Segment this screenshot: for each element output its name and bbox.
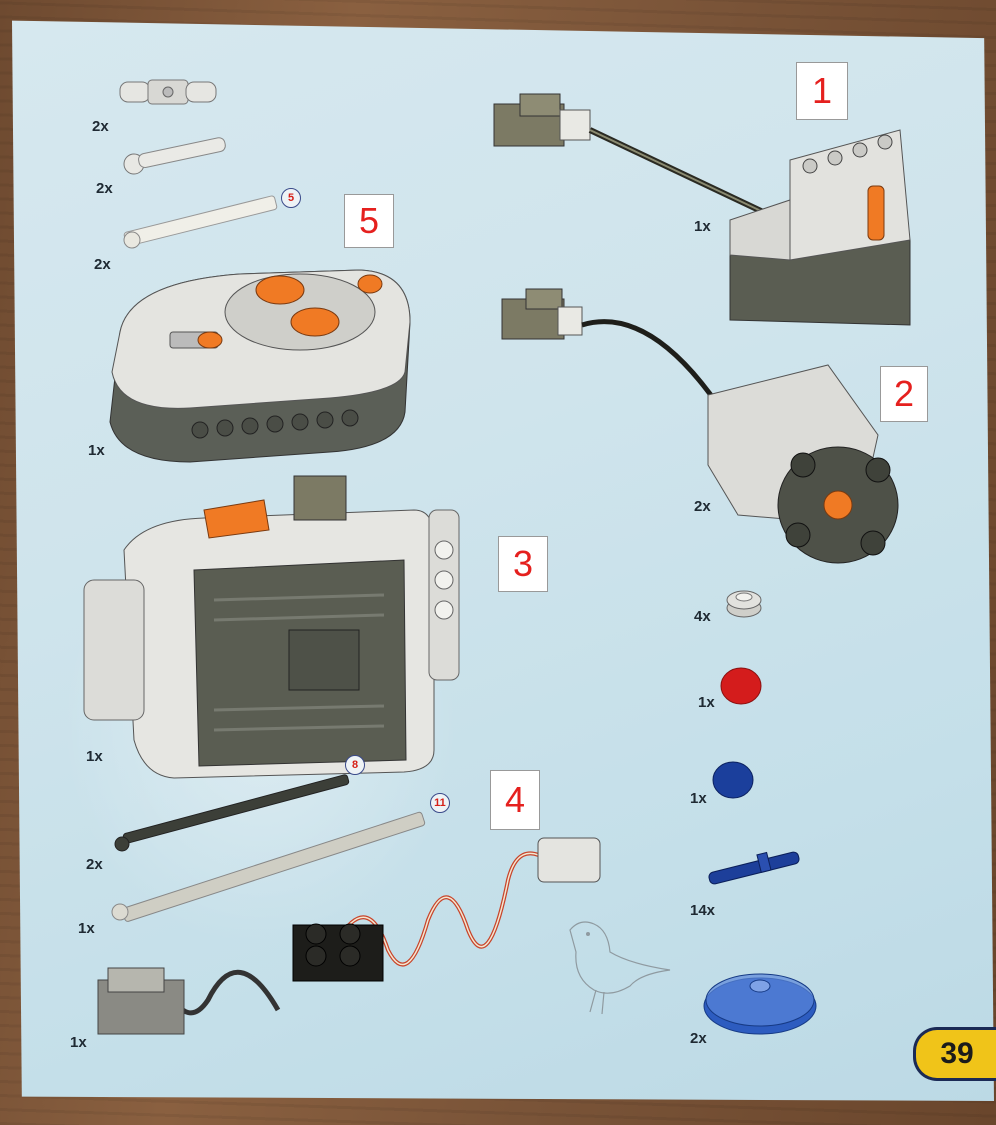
- blue-pin-part: [708, 851, 800, 885]
- callout-3: 3: [498, 536, 548, 592]
- callout-1: 1: [796, 62, 848, 120]
- qty-blue-disc: 1x: [690, 790, 707, 807]
- short-pin-part: [123, 137, 226, 175]
- round-plate-part: [726, 590, 762, 618]
- qty-blue-pin: 14x: [690, 902, 716, 919]
- callout-2: 2: [880, 366, 928, 422]
- led-lights-part: [97, 837, 601, 1035]
- qty-round-plate: 4x: [694, 608, 711, 625]
- page-number: 39: [913, 1027, 996, 1081]
- blue-disc-part: [712, 761, 754, 799]
- qty-axle-8: 2x: [86, 856, 103, 873]
- qty-axle-11: 1x: [78, 920, 95, 937]
- qty-axle-5: 2x: [94, 256, 111, 273]
- qty-short-pin: 2x: [96, 180, 113, 197]
- qty-m-motor: 2x: [694, 498, 711, 515]
- universal-joint-part: [119, 79, 217, 105]
- axle-8-part: [114, 774, 350, 852]
- axle-11-length-badge: 11: [430, 793, 450, 813]
- axle-5-length-badge: 5: [281, 188, 301, 208]
- bird-watermark: [569, 921, 671, 1015]
- qty-blue-dish: 2x: [690, 1030, 707, 1047]
- qty-ir-remote: 1x: [88, 442, 105, 459]
- blue-dish-part: [703, 973, 817, 1035]
- qty-red-disc: 1x: [698, 694, 715, 711]
- m-motor-part: [501, 288, 899, 564]
- axle-11-part: [111, 811, 426, 922]
- red-disc-part: [720, 667, 762, 705]
- ir-remote-part: [109, 269, 411, 463]
- qty-ir-receiver: 1x: [694, 218, 711, 235]
- ir-receiver-part: [493, 93, 911, 326]
- callout-5: 5: [344, 194, 394, 248]
- qty-led-lights: 1x: [70, 1034, 87, 1051]
- battery-box-part: [83, 475, 460, 779]
- callout-4: 4: [490, 770, 540, 830]
- axle-5-part: [123, 195, 278, 249]
- qty-battery-box: 1x: [86, 748, 103, 765]
- qty-universal-joint: 2x: [92, 118, 109, 135]
- axle-8-length-badge: 8: [345, 755, 365, 775]
